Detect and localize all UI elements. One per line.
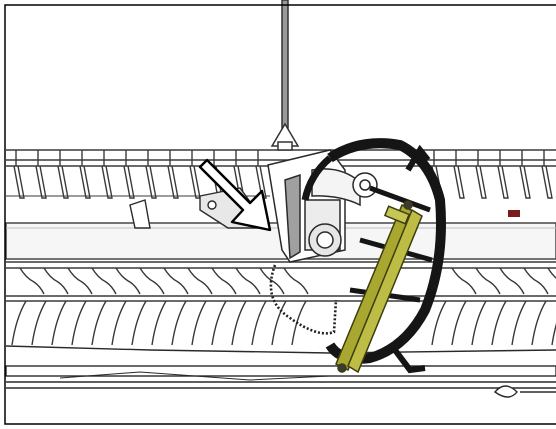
lower-tine: [291, 300, 307, 346]
lower-tine: [431, 300, 447, 346]
upper-tine: [57, 165, 69, 199]
lower-tine: [451, 300, 467, 346]
lower-tine: [171, 300, 187, 346]
lower-tine: [471, 300, 487, 346]
upper-tine: [453, 165, 465, 199]
upper-tine: [13, 165, 25, 199]
lower-hook: [19, 267, 45, 295]
lower-hook: [211, 267, 237, 295]
lower-hook: [187, 267, 213, 295]
red-fragment: [508, 210, 520, 217]
lower-tine: [131, 300, 147, 346]
upper-tine: [79, 165, 91, 199]
lower-hook: [451, 267, 477, 295]
lower-hook: [163, 267, 189, 295]
lower-hook: [475, 267, 501, 295]
upper-tine: [475, 165, 487, 199]
lower-tine: [51, 300, 67, 346]
lower-hook: [67, 267, 93, 295]
chain-loop: [269, 264, 338, 335]
upper-tine: [145, 165, 157, 199]
upper-tine: [541, 165, 553, 199]
lower-tine: [551, 323, 556, 346]
lower-tine: [271, 300, 287, 346]
dark-wheel: [301, 138, 446, 374]
frame-border: [4, 4, 556, 425]
upper-tine: [101, 165, 113, 199]
lower-tine: [211, 300, 227, 346]
lower-tine: [191, 300, 207, 346]
lower-tine: [91, 300, 107, 346]
lower-tine: [531, 300, 547, 346]
lower-hook: [499, 267, 525, 295]
hanging-rod: [270, 0, 300, 151]
lower-tine: [11, 300, 27, 346]
lower-hook: [91, 267, 117, 295]
lower-hook: [259, 267, 285, 295]
lower-tine: [111, 300, 127, 346]
upper-tine: [519, 165, 531, 199]
upper-tine: [123, 165, 135, 199]
lower-tine: [511, 300, 527, 346]
upper-tine: [497, 165, 509, 199]
pointer-arrow-icon: [198, 158, 272, 232]
lower-hook: [547, 267, 556, 279]
base-plate: [5, 345, 556, 398]
upper-tine: [167, 165, 179, 199]
lower-hook: [235, 267, 261, 295]
lower-tine: [71, 300, 87, 346]
upper-tine: [189, 165, 201, 199]
lower-hook: [43, 267, 69, 295]
lower-hook: [115, 267, 141, 295]
lower-hook: [523, 267, 549, 295]
lower-tine: [31, 300, 47, 346]
lower-hook: [283, 267, 309, 295]
lower-tine: [151, 300, 167, 346]
lower-tine: [491, 300, 507, 346]
lower-tine-rack: [6, 261, 556, 346]
hub-assembly: [267, 149, 378, 263]
lower-tine: [231, 300, 247, 346]
lower-hook: [139, 267, 165, 295]
lower-tine: [251, 300, 267, 346]
upper-tine: [35, 165, 47, 199]
lever-bars: [335, 200, 423, 374]
